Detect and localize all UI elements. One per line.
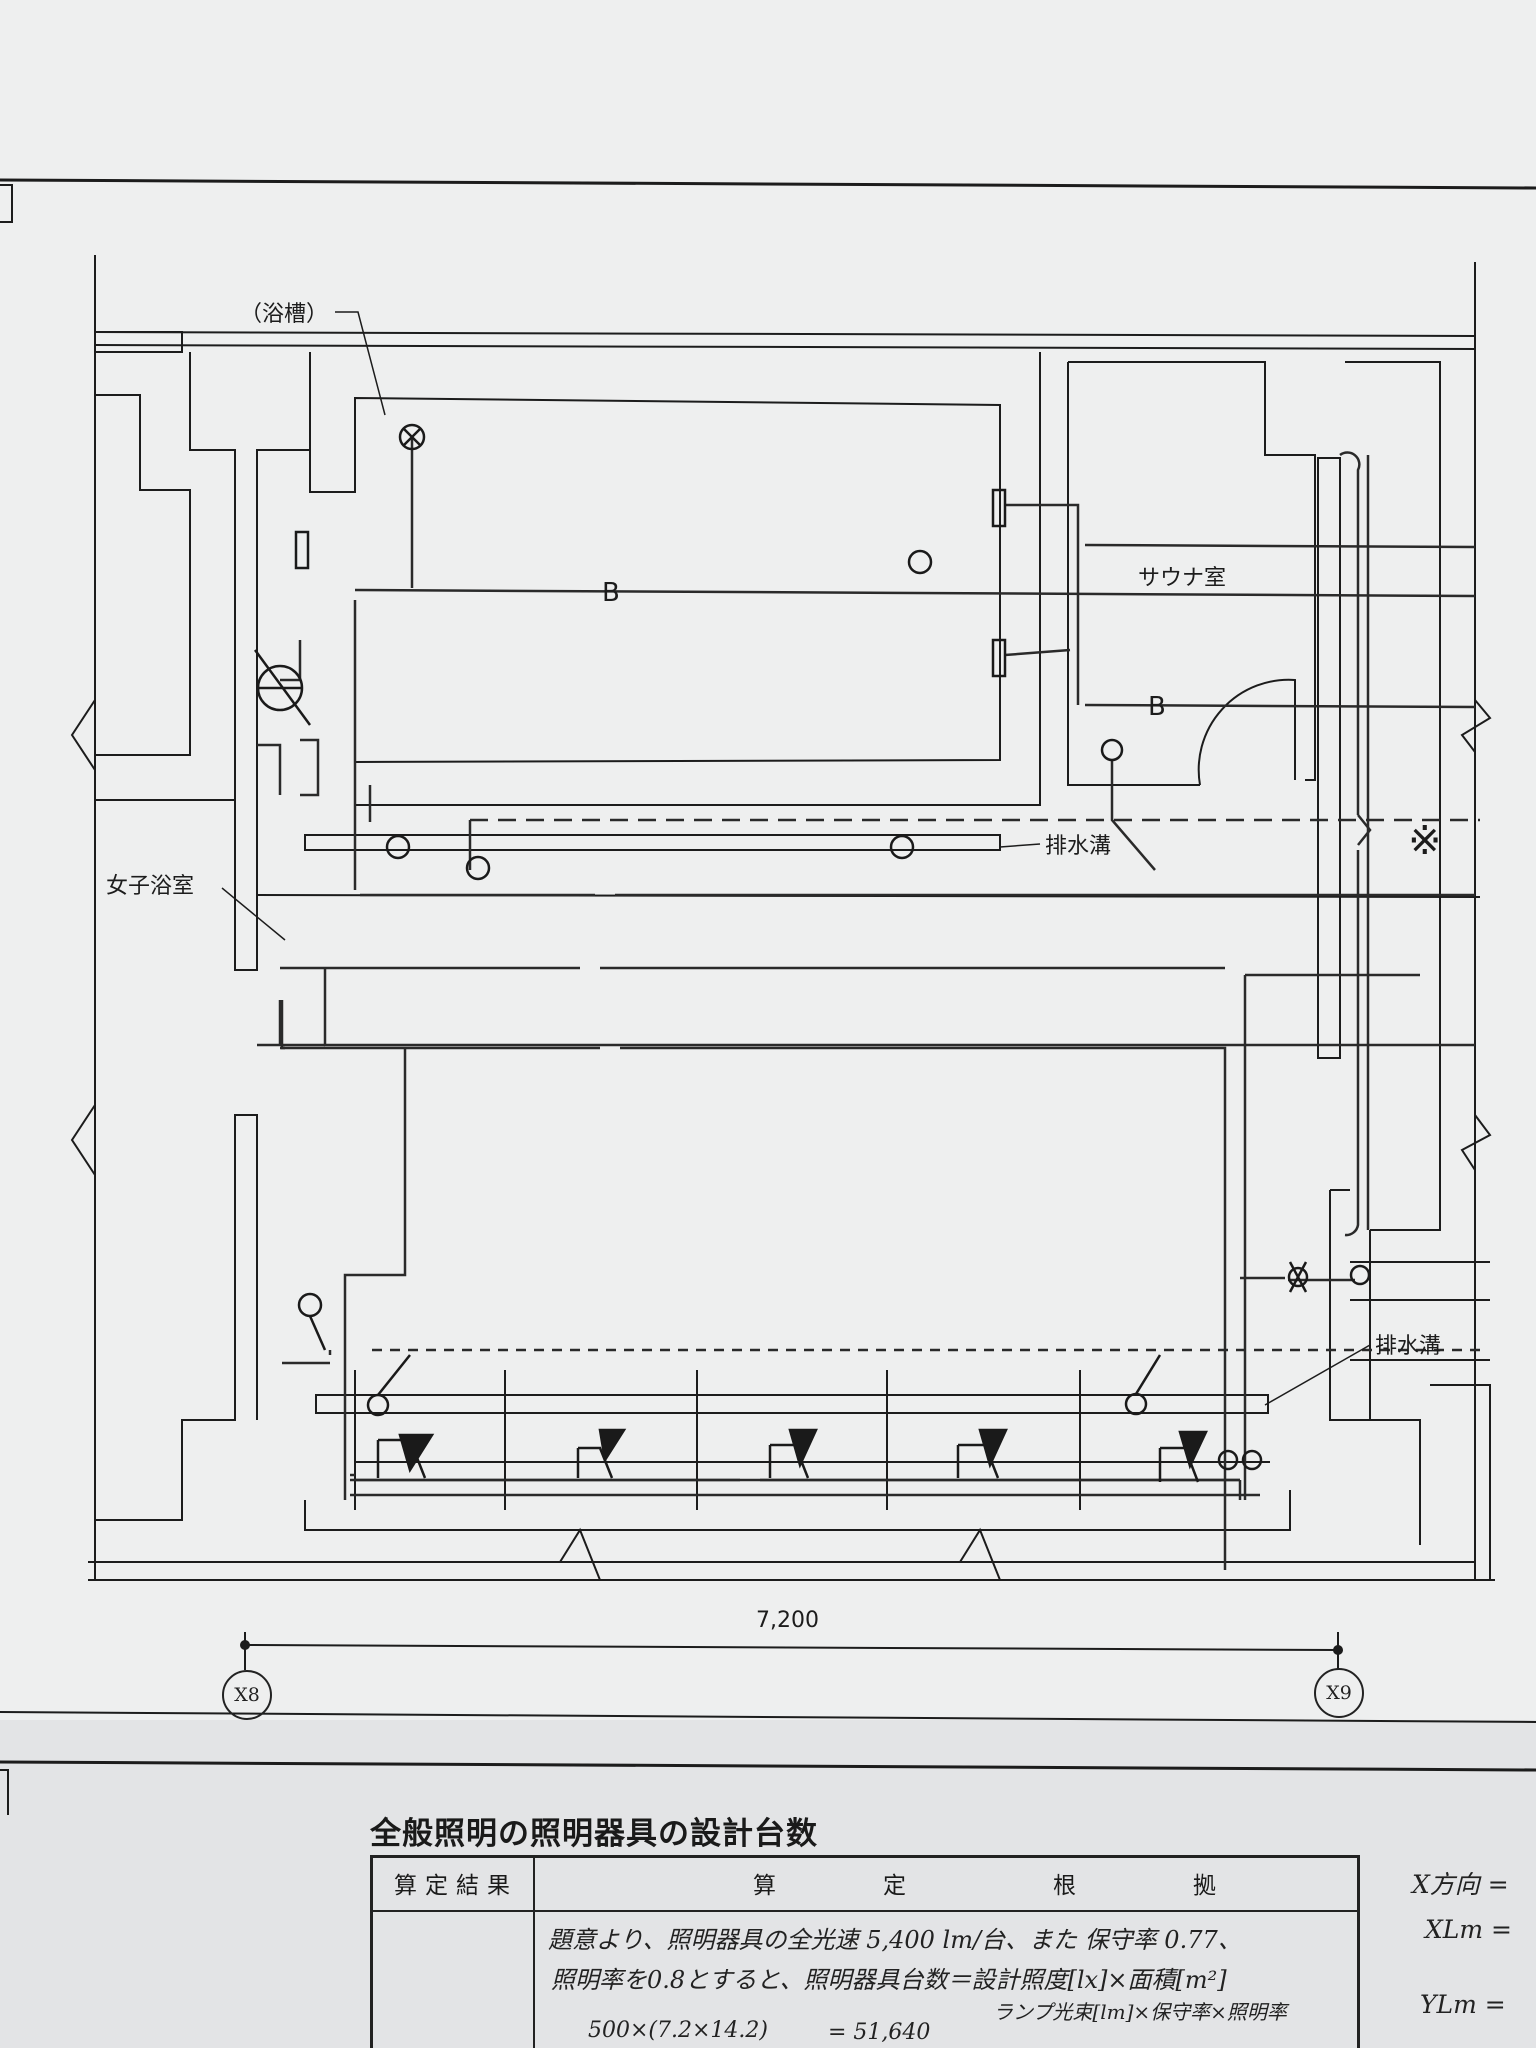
circuit-b-label: B: [602, 578, 620, 608]
drain-lower-label: 排水溝: [1375, 1334, 1442, 1359]
calc-title: 全般照明の照明器具の設計台数: [370, 1816, 818, 1852]
sauna-room-label: サウナ室: [1138, 566, 1227, 591]
handwritten-line: ランプ光束[lm]×保守率×照明率: [993, 2000, 1287, 2024]
header-basis-char: 定: [883, 1873, 906, 1899]
calculation-sheet: [0, 1720, 1536, 2048]
drain-upper-label: 排水溝: [1045, 834, 1112, 859]
grid-axis-x9: X9: [1314, 1668, 1364, 1718]
grid-axis-x8: X8: [222, 1670, 272, 1720]
table-column-divider: [533, 1858, 535, 2048]
bathtub-label: （浴槽）: [240, 302, 329, 327]
handwritten-side-note: XLm =: [1425, 1915, 1512, 1944]
handwritten-line: = 51,640: [828, 2020, 931, 2045]
handwritten-line: 500×(7.2×14.2): [588, 2018, 768, 2043]
calc-table: 算定結果 算 定 根 拠 題意より、照明器具の全光速 5,400 lm/台、また…: [370, 1855, 1360, 2048]
dimension-label: 7,200: [756, 1608, 819, 1633]
handwritten-line: 題意より、照明器具の全光速 5,400 lm/台、また 保守率 0.77、: [548, 1926, 1242, 1954]
handwritten-side-note: YLm =: [1420, 1990, 1506, 2019]
handwritten-line: 照明率を0.8とすると、照明器具台数＝設計照度[lx]×面積[m²]: [551, 1966, 1227, 1994]
circuit-b-label: B: [1148, 692, 1166, 722]
header-basis-char: 根: [1053, 1873, 1076, 1899]
note-mark: ※: [1408, 818, 1442, 864]
table-header-divider: [373, 1910, 1357, 1912]
handwritten-side-note: X方向 =: [1412, 1870, 1509, 1899]
header-basis-char: 算: [753, 1873, 776, 1899]
womens-bath-label: 女子浴室: [106, 874, 195, 899]
header-result: 算定結果: [394, 1873, 518, 1899]
header-basis-char: 拠: [1193, 1873, 1216, 1899]
